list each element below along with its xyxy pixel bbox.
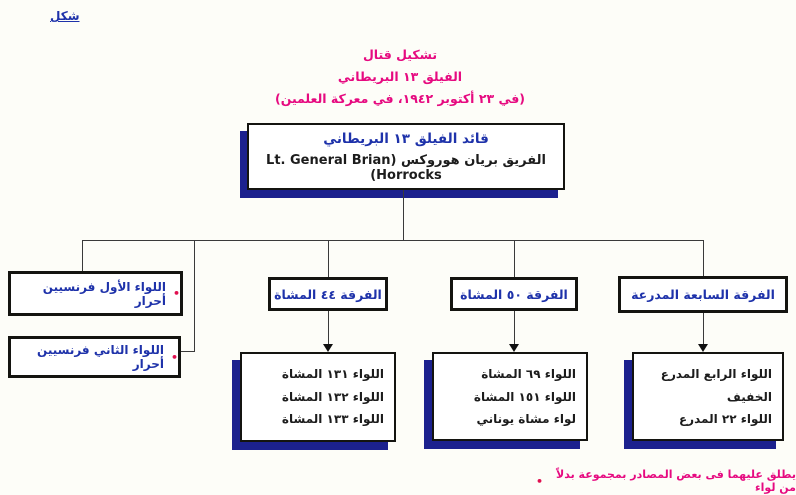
french-brigade-1-box: • اللواء الأول فرنسيين أحرار bbox=[8, 271, 183, 316]
french-brigade-2-box: • اللواء الثاني فرنسيين أحرار bbox=[8, 336, 181, 378]
heading-line-1: تشكيل قتال bbox=[362, 47, 438, 62]
heading-line-2: الفيلق ١٣ البريطاني bbox=[337, 69, 463, 84]
unit-item: اللواء ٢٢ المدرع bbox=[678, 412, 772, 426]
connector-french-1-drop bbox=[82, 240, 83, 278]
connector-horizontal-bus bbox=[82, 240, 704, 241]
connector-root-drop bbox=[403, 190, 404, 240]
division-50-label: الفرقة ٥٠ المشاة bbox=[460, 286, 568, 302]
division-7-units-box: اللواء الرابع المدرع الخفيف اللواء ٢٢ ال… bbox=[632, 352, 784, 441]
footnote-bullet-icon: • bbox=[536, 474, 544, 488]
unit-item: اللواء ١٣٢ المشاة bbox=[281, 389, 384, 404]
connector-div7-drop bbox=[703, 240, 704, 276]
unit-item: اللواء ١٣٣ المشاة bbox=[281, 412, 384, 426]
arrow-down-icon bbox=[323, 344, 333, 352]
footnote-text: يطلق عليهما فى بعض المصادر بمجموعة بدلاً… bbox=[556, 468, 796, 494]
unit-item: اللواء الرابع المدرع الخفيف bbox=[660, 367, 772, 404]
connector-div44-drop bbox=[328, 240, 329, 277]
connector-french-2-elbow bbox=[181, 351, 195, 352]
unit-item: اللواء ٦٩ المشاة bbox=[481, 367, 576, 381]
commander-name: الفريق بريان هوروكس (Lt. General Brian H… bbox=[266, 152, 546, 183]
arrow-div7-shaft bbox=[703, 313, 704, 345]
figure-label: شكل bbox=[50, 9, 80, 23]
chart-heading: تشكيل قتال الفيلق ١٣ البريطاني (في ٢٣ أك… bbox=[200, 44, 600, 110]
division-7-box: الفرقة السابعة المدرعة bbox=[618, 276, 788, 313]
unit-item: لواء مشاة يوناني bbox=[476, 412, 576, 426]
unit-item: اللواء ١٣١ المشاة bbox=[281, 367, 384, 381]
arrow-down-icon bbox=[698, 344, 708, 352]
footnote-marker-icon: • bbox=[170, 350, 178, 364]
arrow-div44-shaft bbox=[328, 311, 329, 345]
french-brigade-1-label: اللواء الأول فرنسيين أحرار bbox=[42, 279, 166, 308]
connector-div50-drop bbox=[514, 240, 515, 277]
division-44-label: الفرقة ٤٤ المشاة bbox=[274, 286, 382, 302]
commander-box: قائد الفيلق ١٣ البريطاني الفريق بريان هو… bbox=[247, 123, 565, 190]
division-44-box: الفرقة ٤٤ المشاة bbox=[268, 277, 388, 311]
footnote: • يطلق عليهما فى بعض المصادر بمجموعة بدل… bbox=[536, 468, 796, 494]
division-50-box: الفرقة ٥٠ المشاة bbox=[450, 277, 578, 311]
connector-french-2-drop bbox=[194, 240, 195, 352]
division-44-units-box: اللواء ١٣١ المشاة اللواء ١٣٢ المشاة اللو… bbox=[240, 352, 396, 442]
heading-line-3: (في ٢٣ أكتوبر ١٩٤٢، في معركة العلمين) bbox=[274, 91, 525, 106]
commander-title: قائد الفيلق ١٣ البريطاني bbox=[323, 130, 489, 147]
unit-item: اللواء ١٥١ المشاة bbox=[473, 389, 576, 404]
footnote-marker-icon: • bbox=[172, 287, 180, 300]
french-brigade-2-label: اللواء الثاني فرنسيين أحرار bbox=[37, 343, 164, 371]
division-50-units-box: اللواء ٦٩ المشاة اللواء ١٥١ المشاة لواء … bbox=[432, 352, 588, 441]
division-7-label: الفرقة السابعة المدرعة bbox=[631, 287, 775, 302]
arrow-div50-shaft bbox=[514, 311, 515, 345]
arrow-down-icon bbox=[509, 344, 519, 352]
